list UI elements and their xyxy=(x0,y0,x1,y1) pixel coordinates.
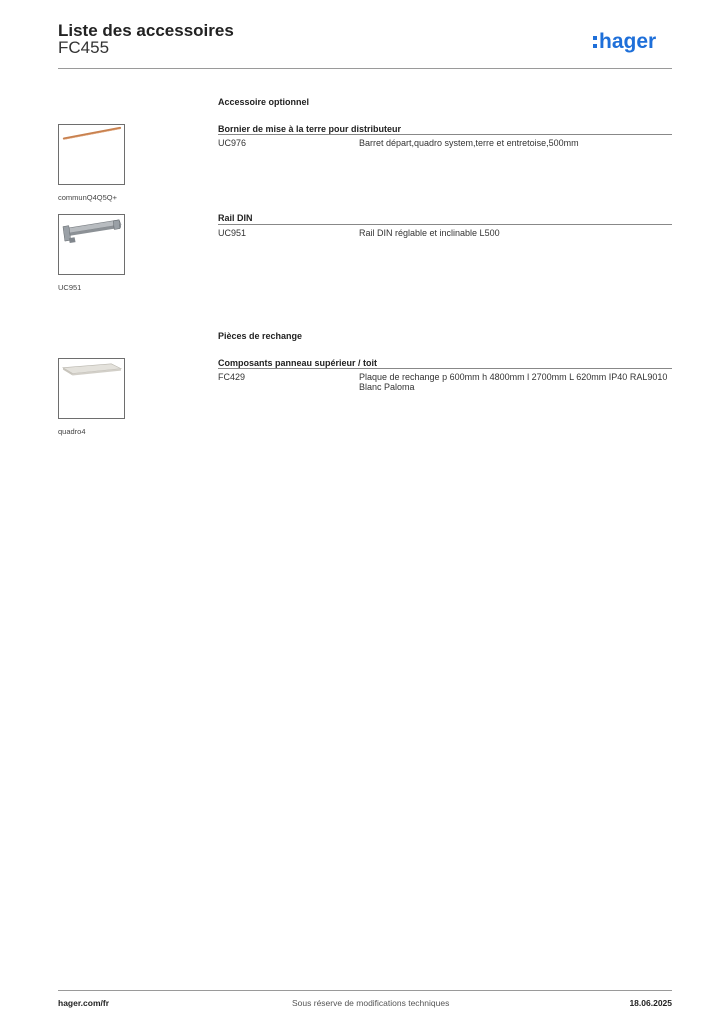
svg-text:hager: hager xyxy=(599,30,656,53)
product-image-copper-bar xyxy=(58,124,125,185)
footer-divider xyxy=(58,990,672,991)
section-title-optional: Accessoire optionnel xyxy=(218,97,310,107)
group-divider xyxy=(218,134,672,135)
copper-bar-icon xyxy=(62,126,122,140)
header-divider xyxy=(58,68,672,69)
group-divider xyxy=(218,224,672,225)
group-title-earth-terminal: Bornier de mise à la terre pour distribu… xyxy=(218,124,402,134)
product-image-roof-panel xyxy=(58,358,125,419)
image-caption: communQ4Q5Q+ xyxy=(58,193,117,202)
footer-date: 18.06.2025 xyxy=(629,998,672,1008)
product-reference: FC455 xyxy=(58,38,110,57)
product-description: Rail DIN réglable et inclinable L500 xyxy=(359,228,500,238)
image-caption: quadro4 xyxy=(58,427,86,436)
footer-website-link[interactable]: hager.com/fr xyxy=(58,998,110,1008)
group-title-din-rail: Rail DIN xyxy=(218,213,253,223)
product-description: Plaque de rechange p 600mm h 4800mm l 27… xyxy=(359,372,668,392)
din-rail-icon xyxy=(62,219,122,244)
hager-logo: hager xyxy=(592,27,674,57)
page-title: Liste des accessoires xyxy=(58,21,234,40)
product-image-din-rail xyxy=(58,214,125,275)
group-title-top-panel: Composants panneau supérieur / toit xyxy=(218,358,378,368)
product-ref: UC951 xyxy=(218,228,247,238)
group-divider xyxy=(218,368,672,369)
footer-disclaimer: Sous réserve de modifications techniques xyxy=(292,998,450,1008)
image-caption: UC951 xyxy=(58,283,82,292)
section-title-spare-parts: Pièces de rechange xyxy=(218,331,303,341)
product-ref: UC976 xyxy=(218,138,247,148)
roof-panel-icon xyxy=(62,363,123,376)
product-ref: FC429 xyxy=(218,372,246,382)
product-description: Barret départ,quadro system,terre et ent… xyxy=(359,138,579,148)
